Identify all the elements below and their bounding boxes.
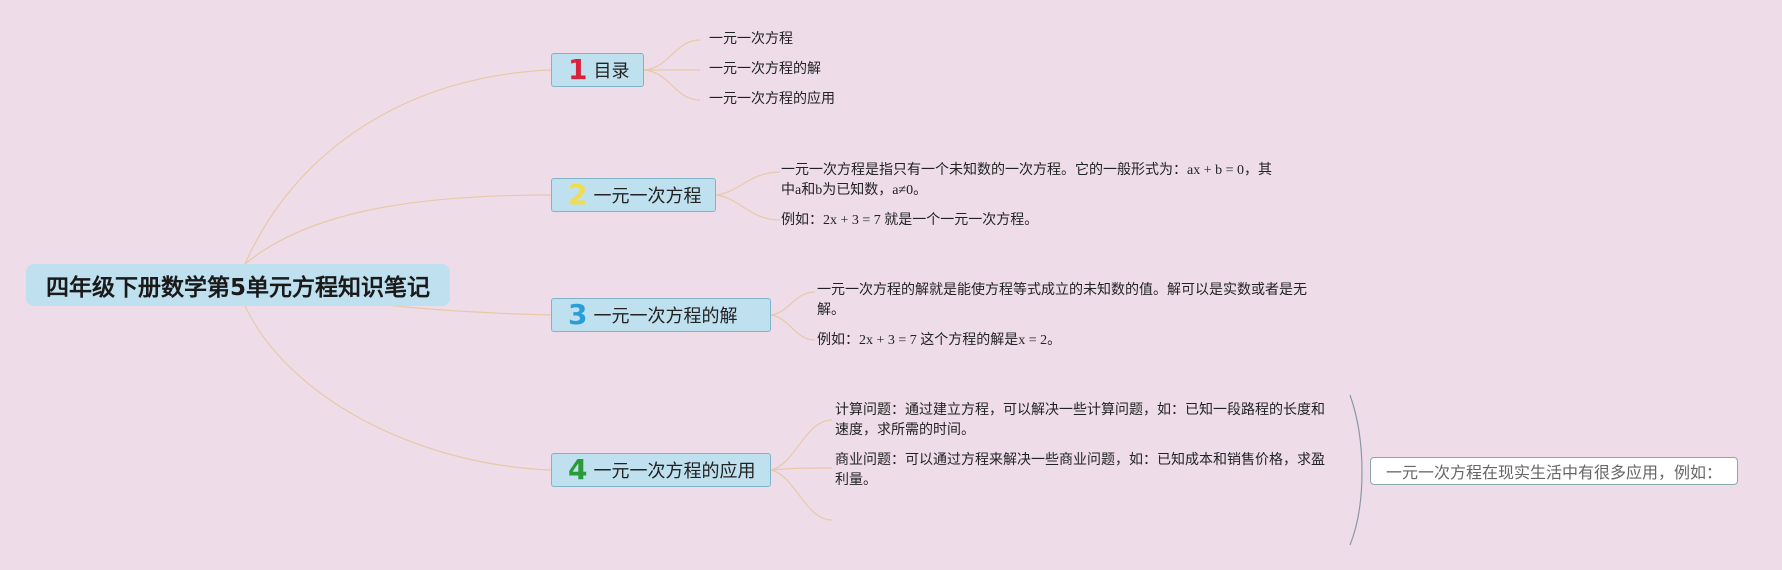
leaf-application-calculation[interactable]: 计算问题：通过建立方程，可以解决一些计算问题，如：已知一段路程的长度和速度，求所… (835, 403, 1325, 438)
branch-label: 一元一次方程的解 (593, 306, 738, 327)
leaf-solution-definition[interactable]: 一元一次方程的解就是能使方程等式成立的未知数的值。解可以是实数或者是无解。 (817, 283, 1307, 318)
number-3-icon: 3 (568, 298, 588, 331)
branch-label: 一元一次方程的应用 (593, 461, 756, 482)
root-title: 四年级下册数学第5单元方程知识笔记 (45, 275, 430, 301)
branch-toc[interactable]: 1 目录 (551, 53, 644, 87)
summary-node[interactable]: 一元一次方程在现实生活中有很多应用，例如： (1370, 457, 1738, 485)
leaf-toc-3[interactable]: 一元一次方程的应用 (709, 92, 835, 107)
leaf-toc-2[interactable]: 一元一次方程的解 (709, 62, 821, 77)
leaf-toc-1[interactable]: 一元一次方程 (709, 32, 793, 47)
number-1-icon: 1 (568, 53, 588, 86)
leaf-equation-definition[interactable]: 一元一次方程是指只有一个未知数的一次方程。它的一般形式为：ax + b = 0，… (781, 163, 1273, 198)
branch-solution[interactable]: 3 一元一次方程的解 (551, 298, 771, 332)
leaf-solution-example[interactable]: 例如：2x + 3 = 7 这个方程的解是x = 2。 (817, 333, 1062, 348)
branch-application[interactable]: 4 一元一次方程的应用 (551, 453, 771, 487)
summary-text: 一元一次方程在现实生活中有很多应用，例如： (1385, 463, 1722, 482)
branch-label: 一元一次方程 (593, 186, 702, 207)
root-topic[interactable]: 四年级下册数学第5单元方程知识笔记 (26, 264, 450, 306)
branch-label: 目录 (593, 61, 630, 82)
number-4-icon: 4 (568, 453, 588, 486)
leaf-application-business[interactable]: 商业问题：可以通过方程来解决一些商业问题，如：已知成本和销售价格，求盈利量。 (835, 453, 1325, 488)
leaf-equation-example[interactable]: 例如：2x + 3 = 7 就是一个一元一次方程。 (781, 213, 1039, 228)
number-2-icon: 2 (568, 178, 588, 211)
branch-equation[interactable]: 2 一元一次方程 (551, 178, 716, 212)
